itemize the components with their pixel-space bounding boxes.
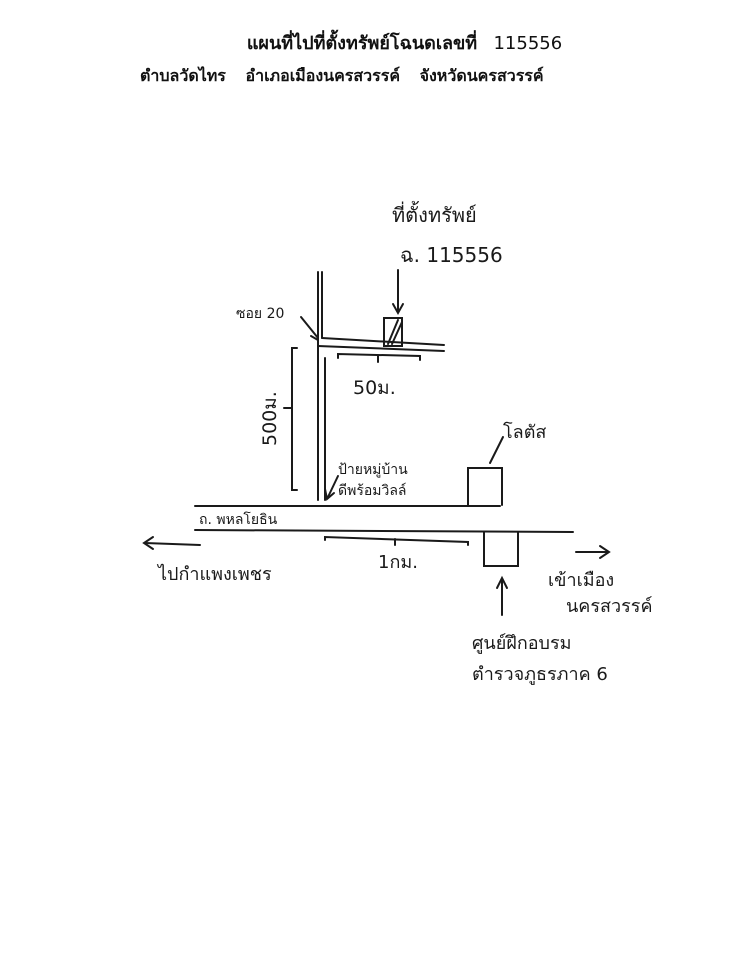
subdistrict: ตำบลวัดไทร xyxy=(140,66,226,85)
road-bottom-line xyxy=(194,529,574,533)
village-sign-line2: ดีพร้อมวิลล์ xyxy=(338,482,407,499)
soi20-label: ซอย 20 xyxy=(236,306,284,322)
title-text: แผนที่ไปที่ตั้งทรัพย์โฉนดเลขที่ xyxy=(246,33,478,54)
district: อำเภอเมืองนครสวรรค์ xyxy=(245,66,401,85)
soi20-arrow xyxy=(300,316,319,339)
distance-1km: 1กม. xyxy=(378,552,418,573)
location-line: ตำบลวัดไทร อำเภอเมืองนครสวรรค์ จังหวัดนค… xyxy=(140,64,558,89)
arrow-left xyxy=(144,542,201,546)
lotus-arrow xyxy=(489,436,504,464)
dimension-50m xyxy=(337,352,421,361)
dimension-1km xyxy=(324,535,469,546)
property-deed: ฉ. 115556 xyxy=(400,243,503,267)
soi20-line-bottom xyxy=(317,345,445,352)
direction-right-line2: นครสวรรค์ xyxy=(566,596,652,617)
training-center-building xyxy=(483,531,519,567)
property-label: ที่ตั้งทรัพย์ xyxy=(392,201,477,227)
road-label: ถ. พหลโยธิน xyxy=(199,511,278,528)
training-center-line1: ศูนย์ฝึกอบรม xyxy=(472,633,572,654)
distance-50m: 50ม. xyxy=(353,377,396,399)
distance-500m: 500ม. xyxy=(259,391,281,446)
training-center-line2: ตำรวจภูธรภาค 6 xyxy=(472,664,608,685)
direction-left-label: ไปกำแพงเพชร xyxy=(156,563,272,585)
deed-number: 115556 xyxy=(493,33,563,54)
map-title: แผนที่ไปที่ตั้งทรัพย์โฉนดเลขที่ 115556 xyxy=(0,28,739,57)
province: จังหวัดนครสวรรค์ xyxy=(419,66,544,85)
property-block xyxy=(383,317,403,347)
dimension-500m xyxy=(291,347,298,491)
lotus-building xyxy=(467,467,503,506)
village-sign-line1: ป้ายหมู่บ้าน xyxy=(338,462,408,478)
direction-right-line1: เข้าเมือง xyxy=(548,570,614,591)
village-sign-arrow xyxy=(327,475,339,498)
lotus-label: โลตัส xyxy=(503,421,546,443)
